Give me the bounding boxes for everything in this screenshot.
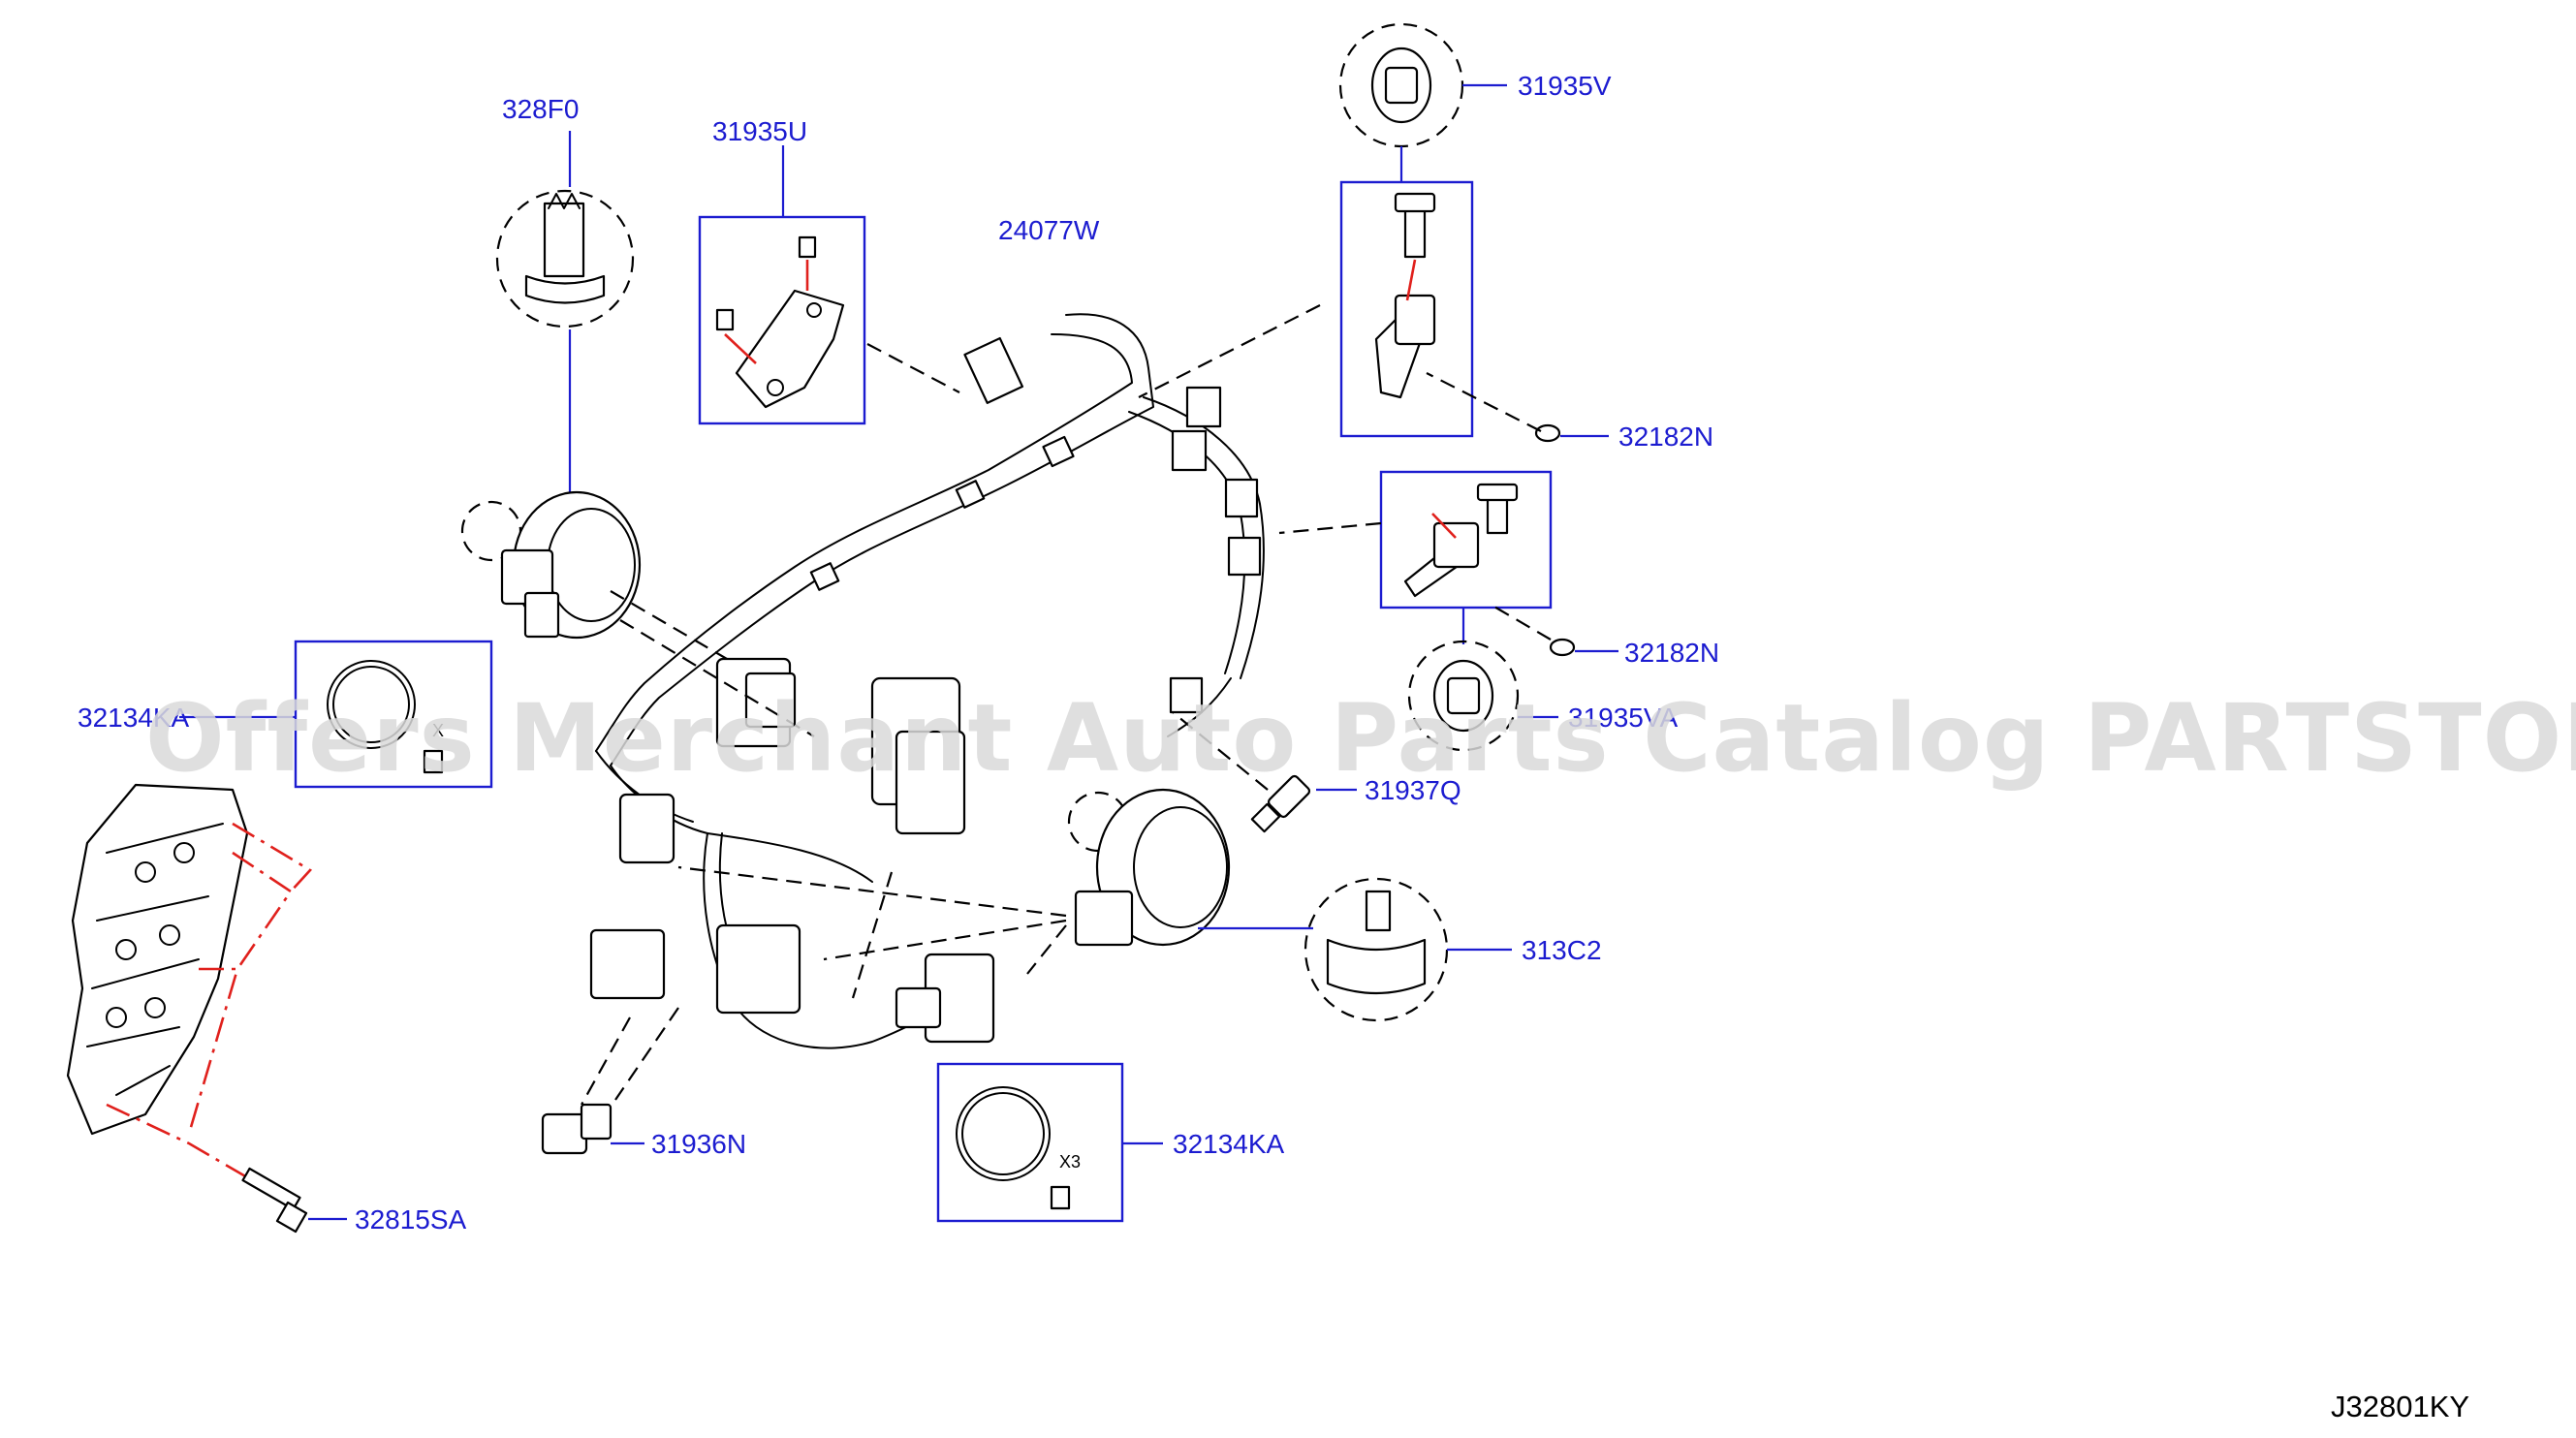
kit-box-32134KA-bottom xyxy=(936,1062,1124,1223)
dashed-assembly-lines xyxy=(581,304,1552,1106)
kit-box-32134KA-left xyxy=(294,640,493,789)
part-32134KA-left-gasket[interactable]: X xyxy=(327,660,444,774)
assembly-lines-valve-body xyxy=(106,822,313,1179)
wiring-harness[interactable] xyxy=(589,313,1265,1049)
part-32182N-oring-top[interactable] xyxy=(1534,423,1561,443)
part-32134KA-bottom-gasket[interactable]: X3 xyxy=(956,1086,1081,1210)
qty-left: X xyxy=(432,721,444,740)
part-328F0-clip[interactable] xyxy=(495,189,635,328)
qty-bottom: X3 xyxy=(1059,1152,1081,1172)
part-31936N-sensor[interactable] xyxy=(541,1103,613,1155)
label-31935VA[interactable]: 31935VA xyxy=(1568,703,1678,733)
kit-box-31935VA xyxy=(1379,470,1553,610)
label-32134KA-bottom[interactable]: 32134KA xyxy=(1173,1129,1285,1159)
label-32182N-mid[interactable]: 32182N xyxy=(1624,638,1719,668)
label-313C2[interactable]: 313C2 xyxy=(1522,935,1602,965)
part-31935VA-connector xyxy=(1432,659,1494,733)
label-328F0[interactable]: 328F0 xyxy=(502,94,579,124)
watermark-text: Offers Merchant Auto Parts Catalog PARTS… xyxy=(145,684,2576,793)
label-32815SA[interactable]: 32815SA xyxy=(355,1204,467,1235)
part-31935VA-detail[interactable] xyxy=(1407,640,1520,752)
label-31937Q[interactable]: 31937Q xyxy=(1365,775,1461,805)
label-31935V[interactable]: 31935V xyxy=(1518,71,1612,101)
part-motor-left[interactable] xyxy=(460,490,642,640)
label-31936N[interactable]: 31936N xyxy=(651,1129,746,1159)
part-31935VA-sensor[interactable] xyxy=(1403,483,1519,598)
part-32182N-oring-mid[interactable] xyxy=(1549,638,1576,657)
label-32182N-top[interactable]: 32182N xyxy=(1618,422,1713,452)
part-31937Q-sensor[interactable] xyxy=(1250,774,1311,833)
label-32134KA-left[interactable]: 32134KA xyxy=(78,703,190,733)
part-31935V-sensor[interactable] xyxy=(1374,192,1436,399)
part-31935V-connector xyxy=(1370,47,1432,124)
part-313C2-clip[interactable] xyxy=(1304,877,1449,1022)
label-24077W[interactable]: 24077W xyxy=(998,215,1100,245)
part-32815SA-bolt[interactable] xyxy=(241,1167,308,1234)
kit-box-31935V xyxy=(1339,180,1474,438)
diagram-code: J32801KY xyxy=(2331,1390,2469,1423)
part-31935U-sensor[interactable] xyxy=(715,235,845,409)
part-motor-right[interactable] xyxy=(1067,788,1231,947)
label-31935U[interactable]: 31935U xyxy=(712,116,807,146)
callout-labels: 328F0 31935U 24077W 31935V 32182N 32182N… xyxy=(78,71,1719,1235)
part-valve-body[interactable] xyxy=(66,783,249,1136)
